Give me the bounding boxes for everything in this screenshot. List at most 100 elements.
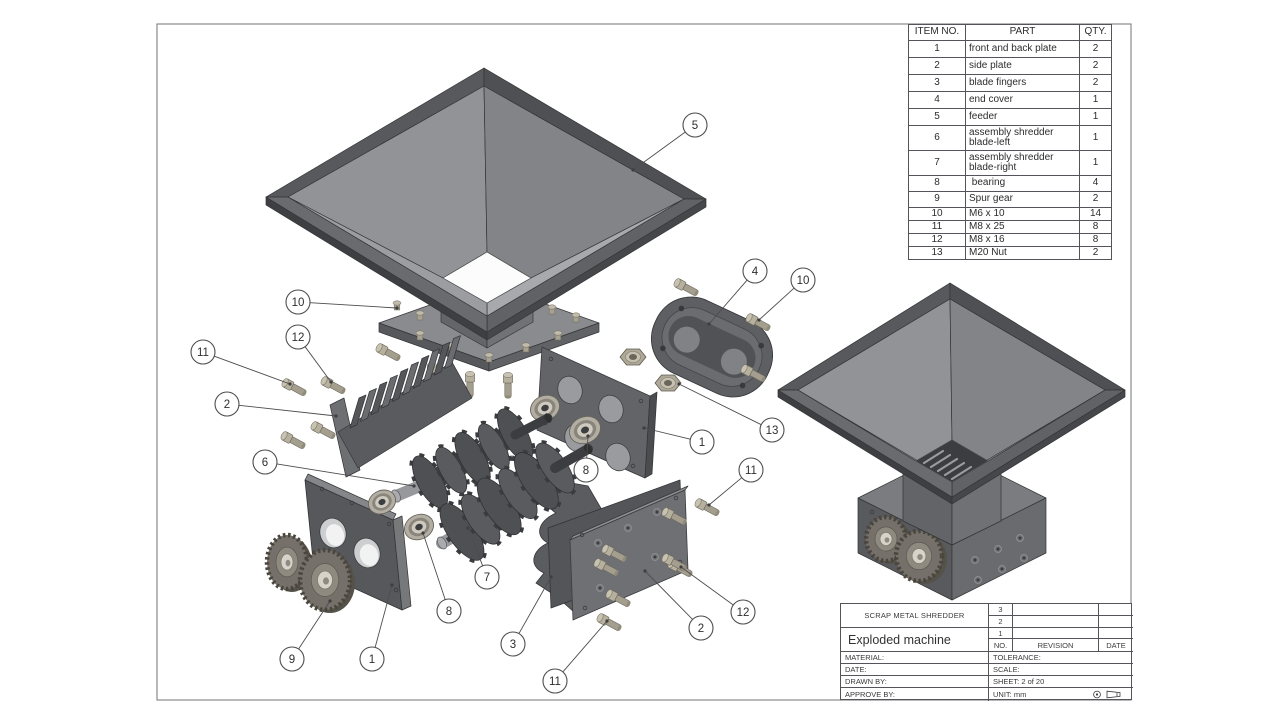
bom-cell-part: M8 x 16 <box>965 233 1080 247</box>
bom-cell-qty: 1 <box>1079 125 1112 151</box>
bolt <box>281 378 307 397</box>
bom-cell-item: 11 <box>908 220 966 234</box>
svg-text:1: 1 <box>369 654 375 666</box>
bolt <box>593 558 619 577</box>
bom-cell-part: side plate <box>965 57 1080 75</box>
bom-header-row: ITEM NO. PART QTY. <box>908 24 1112 41</box>
balloon-10: 10 <box>285 289 399 315</box>
bolt <box>310 421 336 440</box>
balloon-4: 4 <box>707 258 768 326</box>
side-plates <box>547 479 689 621</box>
svg-text:4: 4 <box>752 266 759 278</box>
balloon-8: 8 <box>421 531 462 624</box>
material-label: MATERIAL: <box>841 652 989 664</box>
balloon-1: 1 <box>359 583 394 672</box>
bom-cell-part: M6 x 10 <box>965 207 1080 221</box>
revision-date-entry <box>1099 628 1133 639</box>
m20-nut <box>619 348 647 366</box>
bom-cell-item: 10 <box>908 207 966 221</box>
bom-cell-part: M20 Nut <box>965 246 1080 260</box>
bom-cell-qty: 1 <box>1079 108 1112 126</box>
svg-text:7: 7 <box>484 572 490 584</box>
bolt <box>740 364 766 383</box>
bom-cell-part: blade fingers <box>965 74 1080 92</box>
balloon-2: 2 <box>214 391 338 418</box>
revision-no-3: 3 <box>989 604 1013 616</box>
bolt <box>605 589 631 608</box>
bolt <box>694 498 720 517</box>
bom-cell-part: assembly shredder blade-right <box>965 150 1080 176</box>
svg-text:11: 11 <box>549 676 561 688</box>
bom-cell-part: assembly shredder blade-left <box>965 125 1080 151</box>
revision-date-entry <box>1099 616 1133 628</box>
bolt <box>320 376 346 395</box>
svg-text:9: 9 <box>289 654 295 666</box>
svg-text:10: 10 <box>797 275 810 287</box>
bom-cell-item: 3 <box>908 74 966 92</box>
bom-cell-item: 4 <box>908 91 966 109</box>
bolt <box>375 343 401 362</box>
svg-text:8: 8 <box>583 465 589 477</box>
bom-header-part: PART <box>965 24 1080 41</box>
bolt <box>745 313 771 332</box>
drawing-title: Exploded machine <box>841 628 989 652</box>
balloon-6: 6 <box>252 449 416 488</box>
revision-entry <box>1013 616 1099 628</box>
balloon-10: 10 <box>757 267 816 322</box>
m20-nut <box>654 374 682 392</box>
sheet-number-label: SHEET: 2 of 20 <box>989 676 1133 688</box>
balloon-11: 11 <box>190 339 292 386</box>
balloon-11: 11 <box>542 619 609 694</box>
bom-cell-qty: 8 <box>1079 220 1112 234</box>
bolt <box>661 507 687 526</box>
svg-text:3: 3 <box>510 639 516 651</box>
bom-cell-part: end cover <box>965 91 1080 109</box>
bom-cell-qty: 2 <box>1079 74 1112 92</box>
bom-cell-qty: 2 <box>1079 191 1112 208</box>
svg-text:2: 2 <box>224 399 230 411</box>
bearing <box>403 513 435 541</box>
bom-cell-item: 12 <box>908 233 966 247</box>
bom-cell-qty: 8 <box>1079 233 1112 247</box>
bom-cell-item: 8 <box>908 175 966 192</box>
revision-no-1: 1 <box>989 628 1013 639</box>
balloon-9: 9 <box>279 599 332 672</box>
assembled-gear <box>863 514 911 564</box>
assembled-hopper <box>777 282 1126 505</box>
bom-cell-part: front and back plate <box>965 40 1080 58</box>
bolt <box>673 278 699 297</box>
bom-cell-qty: 14 <box>1079 207 1112 221</box>
bom-cell-item: 5 <box>908 108 966 126</box>
spur-gear <box>297 547 355 613</box>
bom-cell-qty: 1 <box>1079 91 1112 109</box>
bom-cell-item: 1 <box>908 40 966 58</box>
shredder-blade-right <box>436 440 593 564</box>
bearing <box>569 415 601 445</box>
svg-text:12: 12 <box>292 332 305 344</box>
bolt <box>280 431 306 450</box>
balloon-3: 3 <box>500 575 553 657</box>
bom-cell-item: 2 <box>908 57 966 75</box>
bom-cell-item: 6 <box>908 125 966 151</box>
assembled-gear <box>893 528 947 584</box>
bom-cell-item: 7 <box>908 150 966 176</box>
bolt <box>503 372 513 399</box>
date-label: DATE: <box>841 664 989 676</box>
svg-text:13: 13 <box>766 425 779 437</box>
bom-cell-qty: 4 <box>1079 175 1112 192</box>
balloon-2: 2 <box>643 569 714 641</box>
title-block: SCRAP METAL SHREDDER Exploded machine MA… <box>840 603 1133 701</box>
svg-text:8: 8 <box>446 606 452 618</box>
svg-text:11: 11 <box>197 347 209 359</box>
tolerance-label: TOLERANCE: <box>989 652 1133 664</box>
third-angle-projection-icon <box>1093 690 1121 699</box>
revision-date-header: DATE <box>1099 639 1133 652</box>
balloon-12: 12 <box>285 324 333 384</box>
